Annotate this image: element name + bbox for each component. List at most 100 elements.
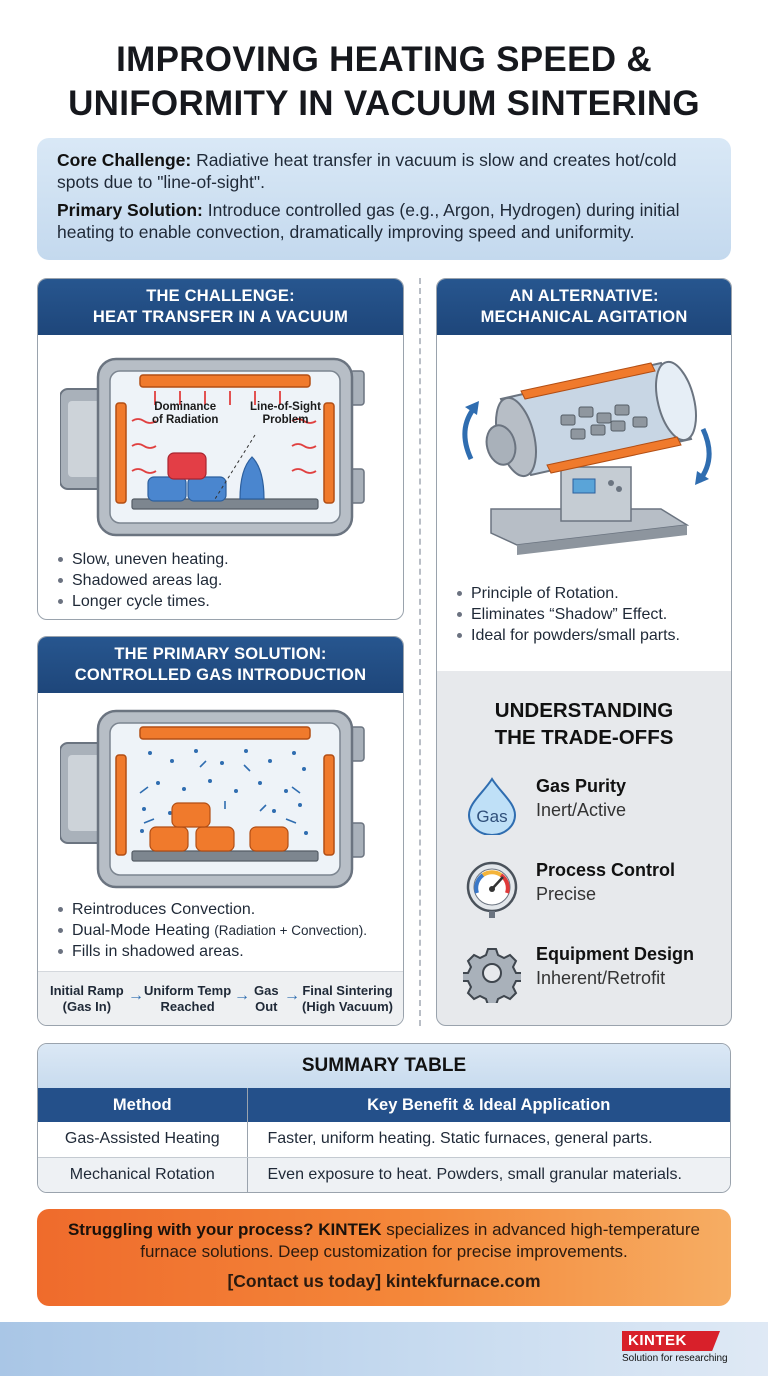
tradeoff-subtitle: Inert/Active [536,800,627,820]
page-title-line2: UNIFORMITY IN VACUUM SINTERING [68,84,700,123]
arrow-right-icon: → [234,987,250,1004]
flow-step-line: Initial Ramp [50,983,124,998]
list-item: Eliminates “Shadow” Effect. [453,604,680,625]
flow-step-3: Gas Out [254,983,279,1015]
intro-box: Core Challenge: Radiative heat transfer … [37,138,731,260]
cta-line2: furnace solutions. Deep customization fo… [140,1242,628,1261]
flow-step-line: Final Sintering [302,983,393,998]
tradeoffs-title: UNDERSTANDING THE TRADE-OFFS [437,697,731,751]
bullet-main-text: Dual-Mode Heating [72,922,215,939]
page-title: IMPROVING HEATING SPEED & UNIFORMITY IN … [0,38,768,126]
alternative-header-line2: MECHANICAL AGITATION [480,308,688,326]
arrow-right-icon: → [284,987,300,1004]
page-title-line1: IMPROVING HEATING SPEED & [116,40,652,79]
list-item: Principle of Rotation. [453,583,680,604]
flow-step-line: Out [255,999,278,1014]
list-item: Dual-Mode Heating (Radiation + Convectio… [54,920,367,941]
challenge-panel-header: THE CHALLENGE: HEAT TRANSFER IN A VACUUM [38,279,403,335]
challenge-header-line1: THE CHALLENGE: [146,287,295,305]
brand-tagline: Solution for researching [622,1353,728,1364]
line-of-sight-label-line1: Line-of-Sight [250,401,321,413]
tradeoff-title: Equipment Design [536,944,695,964]
radiation-label: Dominance of Radiation [152,401,218,427]
solution-bullets: Reintroduces Convection. Dual-Mode Heati… [54,899,367,962]
cta-line1-text: specializes in advanced high-temperature [381,1220,701,1239]
list-item: Fills in shadowed areas. [54,941,367,962]
rotary-furnace-illustration [451,349,717,559]
flow-step-1: Initial Ramp (Gas In) [50,983,124,1015]
column-divider [419,278,421,1026]
column-header: Key Benefit & Ideal Application [247,1088,730,1122]
alternative-panel: AN ALTERNATIVE: MECHANICAL AGITATION [436,278,732,1026]
kintek-logo: KINTEK [622,1331,720,1351]
flow-step-2: Uniform Temp Reached [144,983,231,1015]
tradeoff-title: Gas Purity [536,776,627,796]
flow-step-line: Reached [160,999,215,1014]
solution-panel-header: THE PRIMARY SOLUTION: CONTROLLED GAS INT… [38,637,403,693]
table-header-row: Method Key Benefit & Ideal Application [38,1088,730,1122]
summary-table: Method Key Benefit & Ideal Application G… [38,1088,730,1192]
core-challenge-text: Radiative heat transfer in vacuum is slo… [57,150,677,192]
flow-step-line: (Gas In) [62,999,112,1014]
list-item: Shadowed areas lag. [54,570,229,591]
brand-block: KINTEK Solution for researching [622,1331,732,1364]
tradeoff-subtitle: Precise [536,884,597,904]
radiation-label-line1: Dominance [154,401,217,413]
alternative-top-section: AN ALTERNATIVE: MECHANICAL AGITATION [437,279,731,671]
core-challenge-label: Core Challenge: [57,150,192,170]
challenge-header-line2: HEAT TRANSFER IN A VACUUM [92,308,349,326]
solution-header-line2: CONTROLLED GAS INTRODUCTION [74,666,367,684]
tradeoffs-title-line2: THE TRADE-OFFS [494,726,674,749]
flow-step-line: Uniform Temp [144,983,232,998]
alternative-bullets: Principle of Rotation. Eliminates “Shado… [453,583,680,646]
vacuum-furnace-illustration: Dominance of Radiation Line-of-Sight Pro… [60,351,385,541]
column-header: Method [38,1088,248,1122]
summary-table-card: SUMMARY TABLE Method Key Benefit & Ideal… [37,1043,731,1193]
tradeoff-equipment-design: Equipment Design Inherent/Retrofit [461,943,713,1006]
tradeoff-process-control: Process Control Precise [463,859,713,919]
primary-solution-text: Introduce controlled gas (e.g., Argon, H… [57,200,680,242]
core-challenge-paragraph: Core Challenge: Radiative heat transfer … [57,149,711,193]
list-item: Slow, uneven heating. [54,549,229,570]
flow-step-4: Final Sintering (High Vacuum) [302,983,393,1015]
alternative-panel-header: AN ALTERNATIVE: MECHANICAL AGITATION [437,279,731,335]
challenge-bullets: Slow, uneven heating. Shadowed areas lag… [54,549,229,612]
tradeoff-title: Process Control [536,860,676,880]
line-of-sight-label: Line-of-Sight Problem [250,401,321,427]
cta-question: Struggling with your process? [67,1220,319,1239]
gas-icon-text: Gas [476,807,507,826]
summary-title: SUMMARY TABLE [38,1044,730,1088]
solution-header-line1: THE PRIMARY SOLUTION: [114,645,327,663]
process-flow: Initial Ramp (Gas In) → Uniform Temp Rea… [38,971,403,1025]
table-row: Mechanical Rotation Even exposure to hea… [38,1157,730,1192]
bullet-small-text: (Radiation + Convection). [214,923,368,938]
solution-panel: THE PRIMARY SOLUTION: CONTROLLED GAS INT… [37,636,404,1026]
radiation-label-line2: of Radiation [152,414,219,426]
tradeoff-subtitle: Inherent/Retrofit [536,968,666,988]
cta-brand: KINTEK [318,1220,382,1239]
table-cell: Mechanical Rotation [38,1157,248,1192]
water-drop-icon: Gas [463,775,521,840]
gas-furnace-illustration [60,705,385,890]
flow-step-line: (High Vacuum) [302,999,394,1014]
gear-icon [461,943,523,1008]
table-cell: Faster, uniform heating. Static furnaces… [247,1122,730,1158]
alternative-header-line1: AN ALTERNATIVE: [509,287,659,305]
primary-solution-paragraph: Primary Solution: Introduce controlled g… [57,199,711,243]
primary-solution-label: Primary Solution: [57,200,203,220]
line-of-sight-label-line2: Problem [262,414,309,426]
footer: KINTEK Solution for researching [0,1322,768,1376]
list-item: Longer cycle times. [54,591,229,612]
pressure-gauge-icon [463,859,521,924]
table-row: Gas-Assisted Heating Faster, uniform hea… [38,1122,730,1158]
arrow-right-icon: → [128,987,144,1004]
tradeoffs-title-line1: UNDERSTANDING [494,699,674,722]
flow-step-line: Gas [254,983,279,998]
challenge-panel: THE CHALLENGE: HEAT TRANSFER IN A VACUUM [37,278,404,620]
table-cell: Gas-Assisted Heating [38,1122,248,1158]
contact-link[interactable]: [Contact us today] kintekfurnace.com [227,1271,541,1291]
cta-line1: Struggling with your process? KINTEK spe… [37,1219,731,1241]
list-item: Ideal for powders/small parts. [453,625,680,646]
tradeoff-gas-purity: Gas Gas Purity Inert/Active [463,775,713,836]
table-cell: Even exposure to heat. Powders, small gr… [247,1157,730,1192]
